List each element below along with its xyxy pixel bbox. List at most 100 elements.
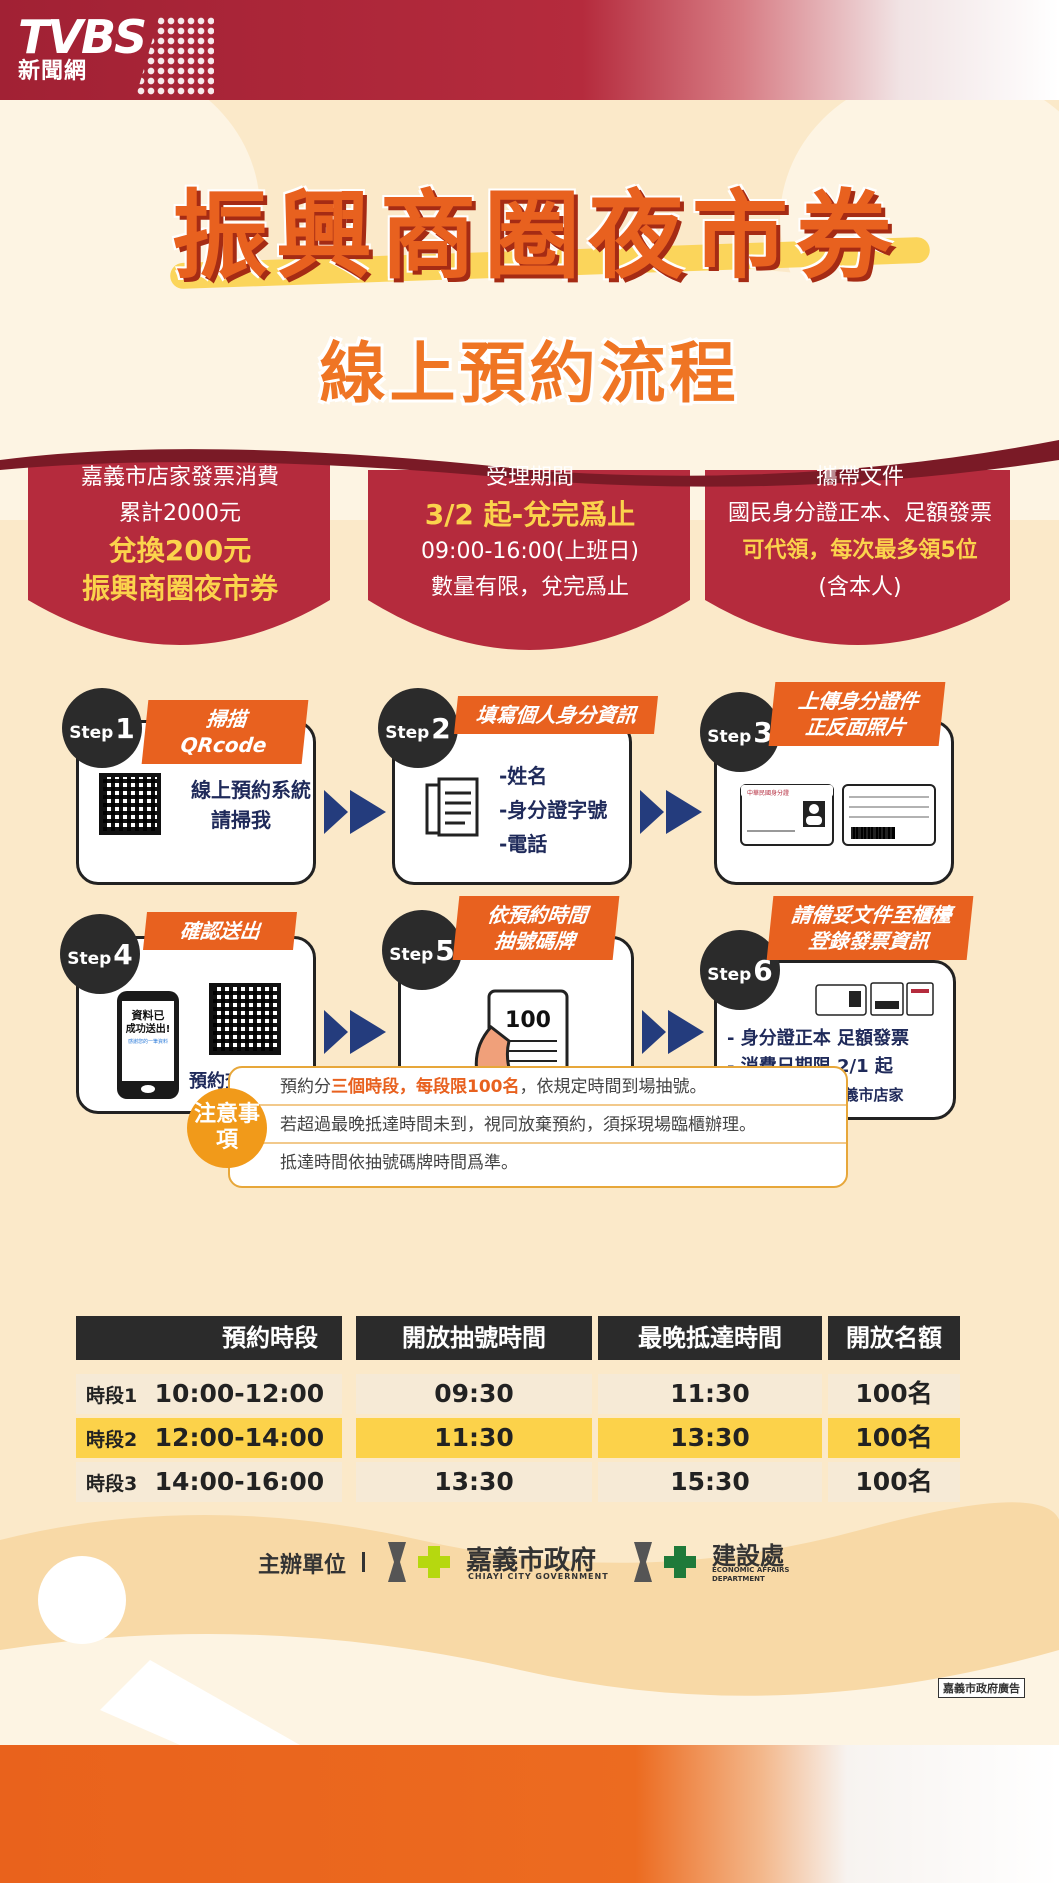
- step-3-tag: 上傳身分證件 正反面照片: [768, 682, 946, 746]
- table-cell: 11:30: [356, 1418, 592, 1458]
- note-text: 若超過最晚抵達時間未到，視同放棄預約，須採現場臨櫃辦理。: [280, 1115, 756, 1135]
- note-text: ，依規定時間到場抽號。: [519, 1077, 707, 1097]
- step-label: Step: [69, 723, 114, 743]
- table-cell: 09:30: [356, 1374, 592, 1414]
- dept-logo-icon: [634, 1542, 696, 1582]
- note-row: 預約分三個時段，每段限100名，依規定時間到場抽號。: [230, 1068, 846, 1106]
- logo-text: TVBS: [18, 10, 147, 64]
- slot-label: 時段1: [86, 1385, 138, 1407]
- info-highlight: 兌換200元: [108, 534, 252, 567]
- org-dept-name: 建設處: [712, 1542, 784, 1570]
- step-text-line: -身分證字號: [499, 798, 608, 822]
- step-number: 5: [435, 934, 455, 967]
- bottom-blurred-strip: [0, 1745, 1059, 1883]
- step-4-tag: 確認送出: [143, 912, 297, 950]
- note-row: 抵達時間依抽號碼牌時間爲準。: [230, 1144, 846, 1182]
- step-text-line: 線上預約系統: [191, 778, 311, 802]
- step-1-text: 線上預約系統 請掃我: [191, 775, 311, 835]
- info-line: 國民身分證正本、足額發票: [727, 501, 992, 526]
- table-cell: 100名: [828, 1418, 960, 1458]
- step-6-tag: 請備妥文件至櫃檯 登錄發票資訊: [766, 896, 974, 960]
- phone-text: 資料已: [131, 1009, 165, 1022]
- table-header: 預約時段: [76, 1316, 342, 1360]
- table-cell: 100名: [828, 1462, 960, 1502]
- step-label: Step: [67, 949, 112, 969]
- info-box-exchange: 嘉義市店家發票消費 累計2000元 兌換200元 振興商圈夜市券: [30, 460, 330, 608]
- table-row: 時段1 10:00-12:00: [76, 1374, 342, 1414]
- table-cell: 13:30: [598, 1418, 822, 1458]
- tvbs-logo[interactable]: TVBS 新聞網: [18, 10, 214, 96]
- slot-label: 時段3: [86, 1473, 138, 1495]
- phone-text: 成功送出!: [125, 1024, 171, 1035]
- top-banner: TVBS 新聞網: [0, 0, 1059, 100]
- step-label: Step: [707, 965, 752, 985]
- info-highlight: 振興商圈夜市券: [81, 572, 278, 605]
- info-box-period: 受理期間 3/2 起-兌完爲止 09:00-16:00(上班日) 數量有限，兌完…: [380, 460, 680, 606]
- documents-icon: [815, 982, 934, 1016]
- organizer-label: 主辦單位: [258, 1553, 347, 1578]
- slot-range: 10:00-12:00: [154, 1379, 325, 1408]
- info-line: 09:00-16:00(上班日): [421, 539, 639, 564]
- red-wave-band: [0, 440, 1059, 650]
- info-line: 攜帶文件: [815, 465, 904, 490]
- step-2-tag: 填寫個人身分資訊: [454, 696, 658, 734]
- ticket-number: 100: [505, 1008, 551, 1033]
- slot-range: 12:00-14:00: [154, 1423, 325, 1452]
- table-cell: 15:30: [598, 1462, 822, 1502]
- step-number: 2: [431, 712, 451, 745]
- org-gov-en: CHIAYI CITY GOVERNMENT: [468, 1572, 609, 1581]
- poster-title: 振興商圈夜市券: [172, 179, 900, 292]
- step-label: Step: [385, 723, 430, 743]
- step-number: 6: [753, 954, 773, 987]
- table-header: 開放抽號時間: [356, 1316, 592, 1360]
- table-cell: 100名: [828, 1374, 960, 1414]
- step-number: 3: [753, 716, 773, 749]
- table-row: 時段2 12:00-14:00: [76, 1418, 342, 1458]
- note-highlight: 三個時段，每段限100名: [331, 1077, 520, 1097]
- step-text-line: 請掃我: [211, 808, 271, 832]
- id-card-title: 中華民國身分證: [747, 789, 789, 797]
- logo-subtitle: 新聞網: [18, 59, 88, 84]
- arrow-right-icon: [640, 790, 702, 834]
- step-1-tag: 掃描QRcode: [141, 700, 309, 764]
- step-number: 4: [113, 938, 133, 971]
- info-line: 累計2000元: [119, 501, 241, 526]
- qrcode-icon[interactable]: [99, 773, 161, 835]
- table-header: 最晚抵達時間: [598, 1316, 822, 1360]
- step-text-line: -電話: [499, 832, 548, 856]
- step-label: Step: [389, 945, 434, 965]
- document-icon: [425, 777, 479, 837]
- poster: 振興商圈夜市券 線上預約流程 嘉義市店家發票消費 累計2000元 兌換200元 …: [0, 100, 1059, 1745]
- phone-small-text: 感謝您的一筆資料: [127, 1039, 168, 1045]
- info-highlight: 可代領，每次最多領5位: [742, 538, 978, 563]
- info-line: 受理期間: [485, 465, 574, 490]
- org-dept-en: ECONOMIC AFFAIRS DEPARTMENT: [712, 1566, 790, 1583]
- info-line: 嘉義市店家發票消費: [80, 465, 279, 490]
- info-line: (含本人): [818, 575, 902, 600]
- table-cell: 13:30: [356, 1462, 592, 1502]
- arrow-right-icon: [642, 1010, 704, 1054]
- step-2-text: -姓名 -身分證字號 -電話: [499, 759, 607, 861]
- info-line: 數量有限，兌完爲止: [430, 575, 629, 600]
- id-card-icon: 中華民國身分證: [740, 784, 936, 846]
- org-gov-name: 嘉義市政府: [466, 1546, 597, 1576]
- step-number: 1: [115, 712, 135, 745]
- notes-box: 預約分三個時段，每段限100名，依規定時間到場抽號。 若超過最晚抵達時間未到，視…: [228, 1066, 848, 1188]
- table-cell: 11:30: [598, 1374, 822, 1414]
- table-header: 開放名額: [828, 1316, 960, 1360]
- slot-label: 時段2: [86, 1429, 138, 1451]
- step-text-line: -姓名: [499, 764, 548, 788]
- logo-dots-icon: [136, 16, 214, 96]
- arrow-right-icon: [324, 1010, 386, 1054]
- table-row: 時段3 14:00-16:00: [76, 1462, 342, 1502]
- notes-badge: 注意事項: [187, 1088, 267, 1168]
- ad-label: 嘉義市政府廣告: [938, 1678, 1025, 1698]
- qrcode-icon[interactable]: [209, 983, 281, 1055]
- info-highlight: 3/2 起-兌完爲止: [424, 498, 636, 531]
- step-text-line: - 身分證正本 足額發票: [727, 1028, 910, 1049]
